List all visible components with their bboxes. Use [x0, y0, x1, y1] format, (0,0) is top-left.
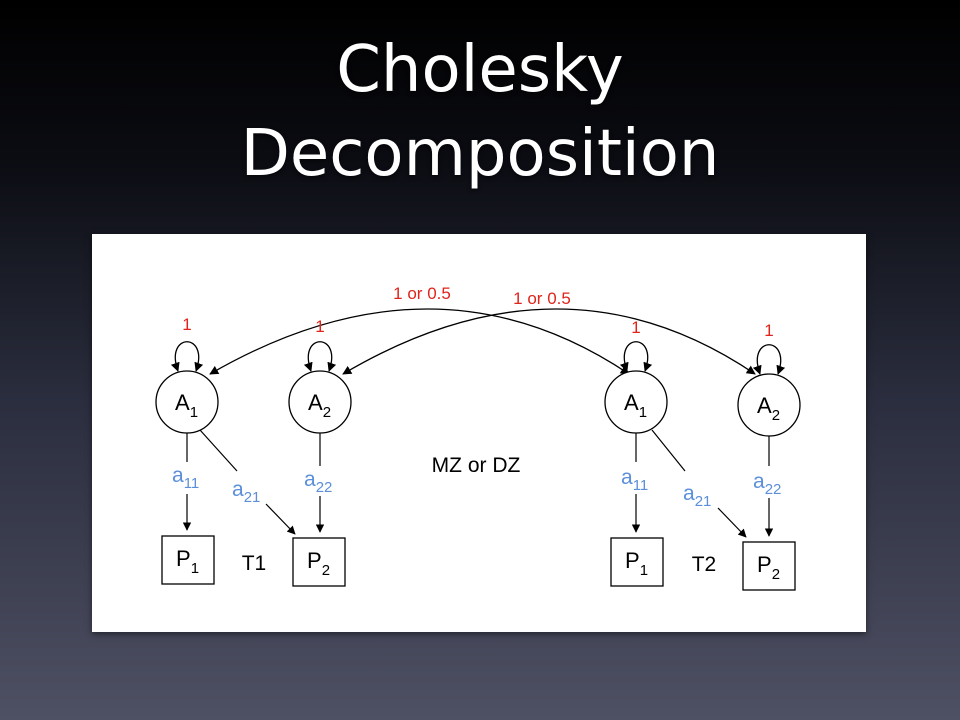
path-label-a22-t1: a22: [304, 468, 332, 496]
observed-p2-t1: [292, 537, 346, 587]
observed-p1-t1: [161, 535, 215, 585]
observed-p1-t1-label: P1: [176, 546, 199, 577]
observed-p2-t2: [742, 541, 796, 591]
zygosity-label: MZ or DZ: [432, 454, 521, 477]
variance-loop-t2-a1: [619, 341, 653, 372]
variance-loop-t1-a1: [170, 341, 204, 372]
variance-loop-t1-a2: [303, 341, 337, 372]
observed-p1-t2: [610, 537, 664, 587]
title-line-1: Cholesky: [336, 33, 624, 107]
path-diagram-svg: 1 or 0.5 1 or 0.5 1 1 1 1 A1 A2 A1 A2 P1…: [155, 284, 801, 591]
latent-a2-t1-label: A2: [308, 390, 331, 421]
observed-p2-t2-label: P2: [757, 552, 780, 583]
path-label-a11-t1: a11: [172, 464, 199, 492]
path-label-a11-t2: a11: [621, 466, 648, 494]
path-a21-t1-bottom: [265, 503, 296, 535]
twin-label-t1: T1: [242, 552, 267, 575]
twin-label-t2: T2: [692, 553, 717, 576]
cross-twin-arc-a2: [342, 308, 756, 375]
path-a21-t2-top: [651, 429, 686, 472]
variance-label-t2-a2: 1: [764, 321, 773, 340]
title-line-2: Decomposition: [240, 117, 720, 191]
diagram-panel: 1 or 0.5 1 or 0.5 1 1 1 1 A1 A2 A1 A2 P1…: [92, 234, 866, 632]
variance-label-t1-a2: 1: [315, 317, 324, 336]
observed-p1-t2-label: P1: [625, 548, 648, 579]
variance-label-t2-a1: 1: [631, 318, 640, 337]
path-label-a21-t1: a21: [232, 478, 260, 506]
path-label-a22-t2: a22: [753, 470, 781, 498]
latent-a1-t2-label: A1: [624, 390, 647, 421]
path-a21-t2-bottom: [717, 507, 747, 538]
cross-twin-arc-a1: [209, 308, 630, 375]
variance-label-t1-a1: 1: [182, 315, 191, 334]
variance-loop-t2-a2: [752, 344, 786, 375]
latent-a2-t2-label: A2: [757, 393, 780, 424]
cov-label-1: 1 or 0.5: [393, 284, 451, 303]
slide-title: Cholesky Decomposition: [0, 28, 960, 196]
latent-a1-t1-label: A1: [175, 390, 198, 421]
cov-label-2: 1 or 0.5: [513, 289, 571, 308]
path-label-a21-t2: a21: [683, 482, 711, 510]
path-a21-t1-top: [199, 429, 238, 472]
observed-p2-t1-label: P2: [307, 548, 330, 579]
